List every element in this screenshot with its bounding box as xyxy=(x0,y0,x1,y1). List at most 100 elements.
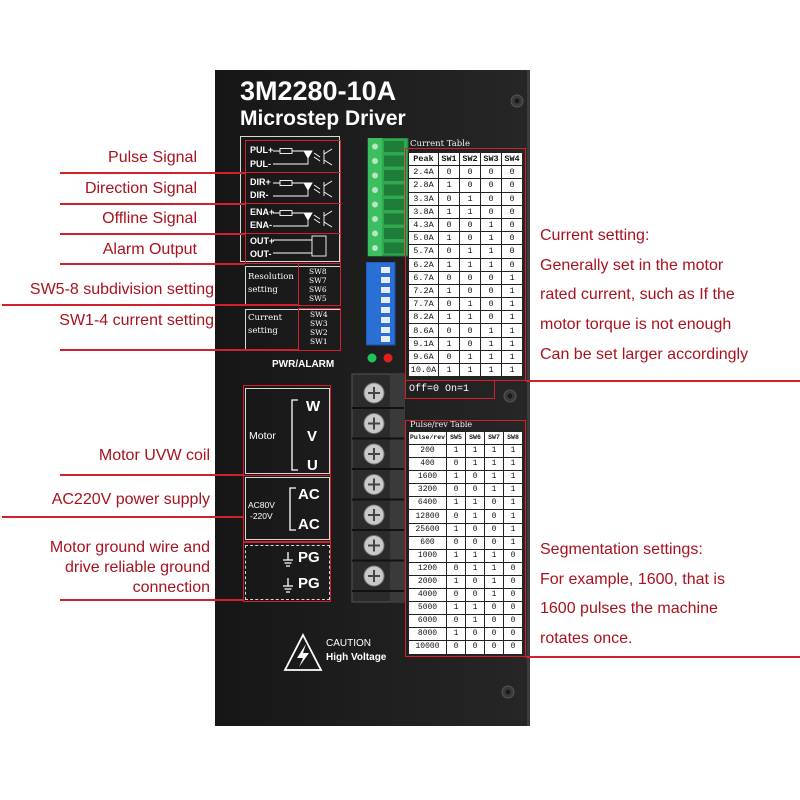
highlight-pulse-terminals xyxy=(245,140,341,173)
pulse-table-cell: 1 xyxy=(503,496,523,511)
pwr-alarm-label: PWR/ALARM xyxy=(272,359,335,370)
status-leds xyxy=(367,353,393,363)
callout-alarm-output: Alarm Output xyxy=(102,241,197,258)
motor-bracket xyxy=(291,399,298,471)
high-voltage-warning-icon xyxy=(283,633,323,671)
ac-range-line2: -220V xyxy=(250,511,273,521)
motor-label: Motor xyxy=(249,430,276,442)
current-label-line2: setting xyxy=(248,326,278,336)
callout-current-setting: SW1-4 current setting xyxy=(59,312,214,329)
current-table-cell: 0 xyxy=(501,257,523,272)
ground-icon xyxy=(283,552,293,567)
callout-line-direction xyxy=(60,203,245,205)
callout-direction-signal: Direction Signal xyxy=(84,180,197,197)
highlight-ground-terminals xyxy=(243,542,331,602)
switch-label-sw2: SW2 xyxy=(310,328,328,337)
ac-range-line1: AC80V xyxy=(248,500,275,510)
motor-terminal-panel xyxy=(245,388,330,474)
screw-icon xyxy=(352,382,404,409)
signal-label-out-minus: OUT- xyxy=(250,249,272,259)
motor-phase-u: U xyxy=(307,457,318,474)
callout-power-supply: AC220V power supply xyxy=(51,491,210,508)
ground-icon xyxy=(283,578,293,593)
signal-label-ena-minus: ENA- xyxy=(250,220,272,230)
alarm-led xyxy=(383,353,393,363)
callout-ground-line3: connection xyxy=(132,579,210,596)
pulse-table-cell: 10000 xyxy=(408,640,447,655)
pg-terminal-1: PG xyxy=(298,549,320,566)
current-table-title: Current Table xyxy=(410,139,470,149)
pulse-table-cell: 0 xyxy=(465,640,485,655)
resolution-label-line1: Resolution xyxy=(248,272,294,282)
switch-label-sw3: SW3 xyxy=(310,319,328,328)
product-title: Microstep Driver xyxy=(240,107,406,130)
signal-label-dir-minus: DIR- xyxy=(250,190,269,200)
current-note-line3: rated current, such as If the xyxy=(540,286,735,304)
current-table-cell: 1 xyxy=(459,362,481,378)
highlight-pulse-table xyxy=(405,420,526,657)
highlight-alarm-terminals xyxy=(245,233,341,264)
switch-label-sw8: SW8 xyxy=(309,267,327,276)
highlight-current-table xyxy=(405,148,526,381)
ac-bracket xyxy=(289,487,296,531)
callout-pulse-signal: Pulse Signal xyxy=(108,149,197,166)
power-led xyxy=(367,353,377,363)
callout-line-current-setting xyxy=(526,380,800,382)
callout-ground-line1: Motor ground wire and xyxy=(49,539,210,556)
current-note-line4: motor torque is not enough xyxy=(540,316,732,334)
highlight-enable-terminals xyxy=(245,203,341,234)
callout-ground-line2: drive reliable ground xyxy=(65,559,210,576)
optocoupler-icon xyxy=(273,180,333,198)
high-voltage-label: High Voltage xyxy=(326,652,387,663)
power-terminal-block xyxy=(351,373,405,603)
callout-current-setting-note: Current setting: Generally set in the mo… xyxy=(540,221,748,370)
screw-icon xyxy=(352,443,404,470)
switch-legend: Off=0 On=1 xyxy=(409,384,470,395)
callout-line-ground xyxy=(60,599,243,601)
switch-label-sw1: SW1 xyxy=(310,337,328,346)
switch-label-sw4: SW4 xyxy=(310,310,328,319)
highlight-resolution-switches xyxy=(298,263,341,306)
ac-power-panel xyxy=(245,477,330,540)
current-note-line5: Can be set larger accordingly xyxy=(540,345,749,363)
ground-terminal-panel xyxy=(245,545,330,600)
signal-label-ena-plus: ENA+ xyxy=(250,207,275,217)
callout-line-subdivision xyxy=(2,304,298,306)
current-setting-panel xyxy=(245,309,340,351)
current-note-line1: Current setting: xyxy=(540,227,650,244)
callout-line-motor xyxy=(60,474,243,476)
callout-line-pulse xyxy=(60,172,245,174)
callout-line-current xyxy=(60,349,298,351)
switch-label-sw5: SW5 xyxy=(309,294,327,303)
callout-line-alarm xyxy=(60,263,245,265)
ac-terminal-1: AC xyxy=(298,486,320,503)
segmentation-note-line2: For example, 1600, that is xyxy=(540,570,725,588)
current-table-cell: 1 xyxy=(501,362,523,378)
switch-label-sw6: SW6 xyxy=(309,285,327,294)
alarm-output-icon xyxy=(273,235,327,257)
callout-ground: Motor ground wire and drive reliable gro… xyxy=(0,538,210,598)
signal-label-pul-minus: PUL- xyxy=(250,159,271,169)
highlight-motor-terminals xyxy=(243,385,331,476)
callout-segmentation-note: Segmentation settings: For example, 1600… xyxy=(540,535,725,654)
signal-circuit-symbols xyxy=(273,148,333,257)
